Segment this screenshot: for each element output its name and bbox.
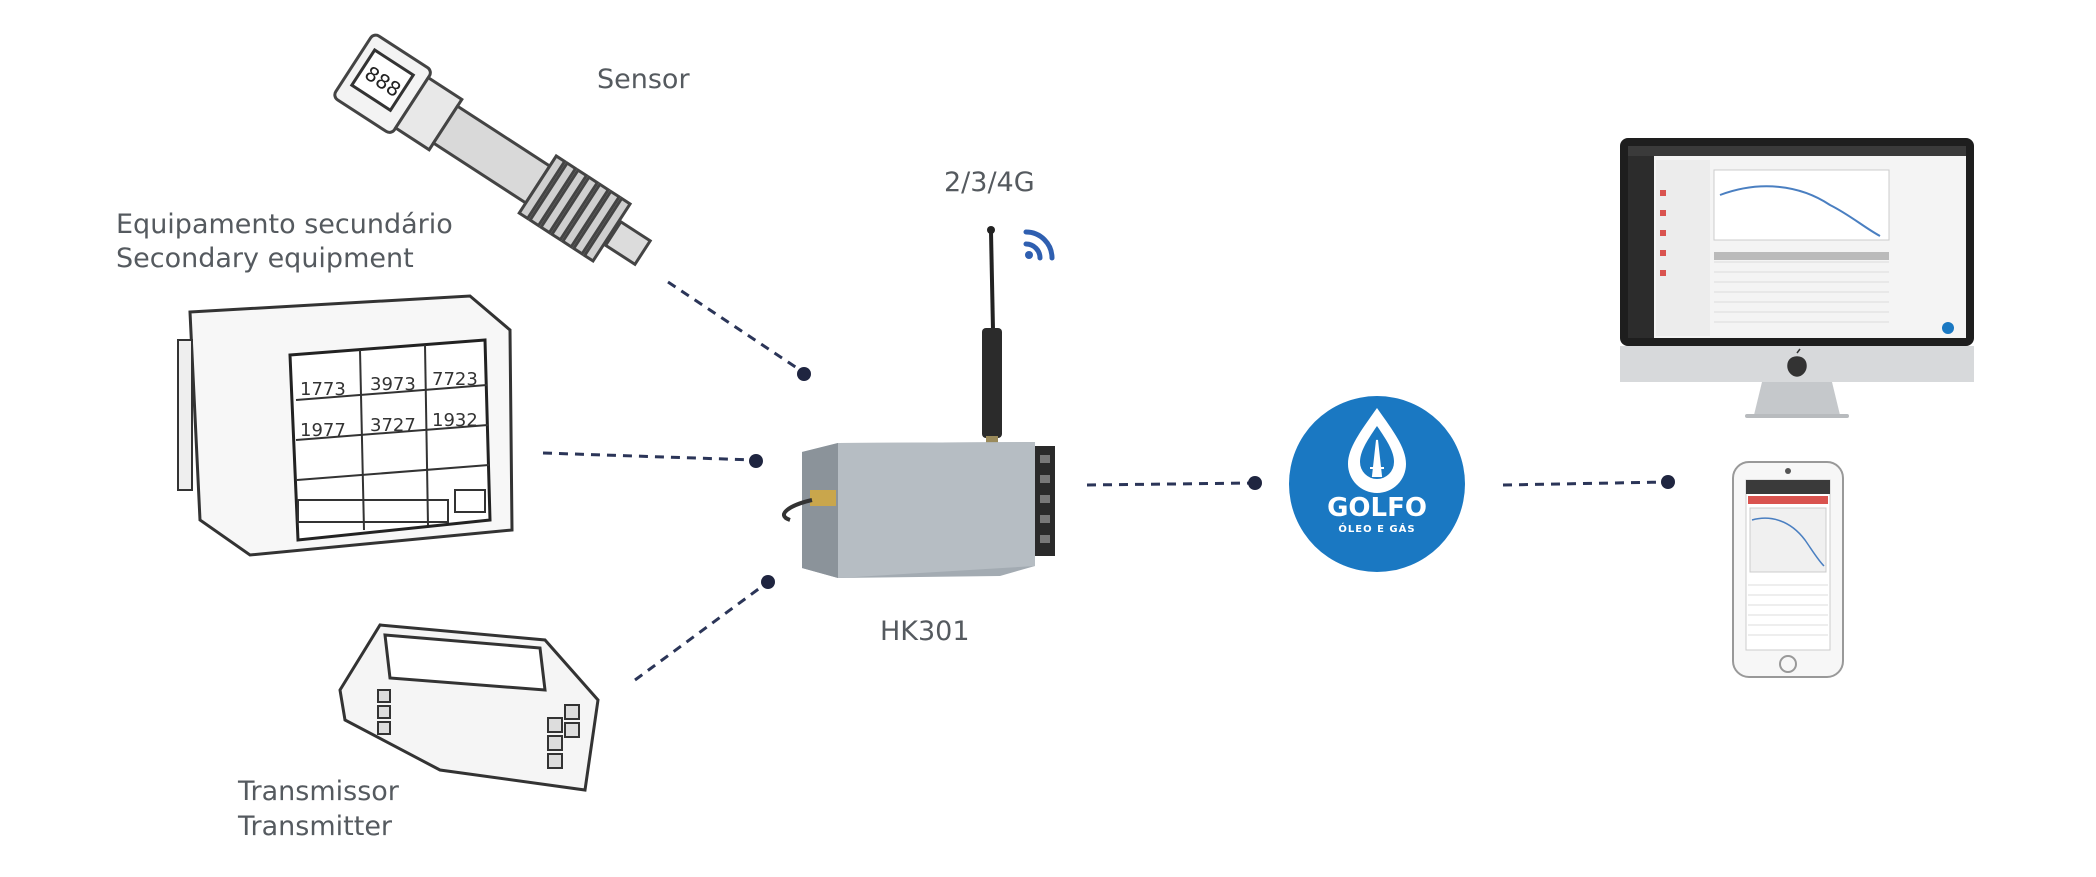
panel-meter-icon: 1773 3973 7723 1977 3727 1932	[177, 294, 514, 557]
antenna-icon	[982, 226, 1002, 456]
device-label: HK301	[880, 616, 970, 647]
sensor-label: Sensor	[597, 64, 690, 95]
dot-sensor	[797, 367, 811, 381]
wifi-icon	[1023, 229, 1055, 261]
smartphone-icon	[1732, 461, 1844, 678]
dot-cloud	[1248, 476, 1262, 490]
link-transmitter-gateway	[634, 580, 769, 682]
golfo-logo: GOLFO ÓLEO E GÁS	[1289, 396, 1465, 572]
connection-dots	[749, 367, 1675, 589]
link-equipment-gateway	[542, 451, 756, 462]
link-cloud-clients	[1502, 480, 1669, 487]
logo-name: GOLFO	[1327, 493, 1427, 523]
secondary-equipment-label-pt: Equipamento secundário	[116, 209, 453, 240]
monitor-icon	[1620, 138, 1974, 418]
svg-text:3727: 3727	[370, 415, 416, 436]
svg-text:3973: 3973	[370, 374, 416, 395]
network-label: 2/3/4G	[944, 167, 1035, 198]
transmitter-label-pt: Transmissor	[238, 776, 399, 807]
gateway-icon	[782, 442, 1055, 578]
svg-text:1773: 1773	[300, 379, 346, 400]
dot-transmitter	[761, 575, 775, 589]
dot-clients	[1661, 475, 1675, 489]
apple-logo-icon	[1787, 348, 1807, 377]
link-sensor-gateway	[667, 280, 804, 374]
link-gateway-cloud	[1086, 481, 1256, 487]
sensor-icon: 888	[333, 33, 653, 267]
svg-text:7723: 7723	[432, 369, 478, 390]
din-transmitter-icon	[338, 623, 600, 792]
logo-tagline: ÓLEO E GÁS	[1338, 522, 1415, 535]
transmitter-label-en: Transmitter	[238, 811, 393, 842]
svg-text:1932: 1932	[432, 410, 478, 431]
connection-lines	[542, 280, 1669, 682]
secondary-equipment-label-en: Secondary equipment	[116, 243, 414, 274]
svg-text:1977: 1977	[300, 420, 346, 441]
dot-equipment	[749, 454, 763, 468]
